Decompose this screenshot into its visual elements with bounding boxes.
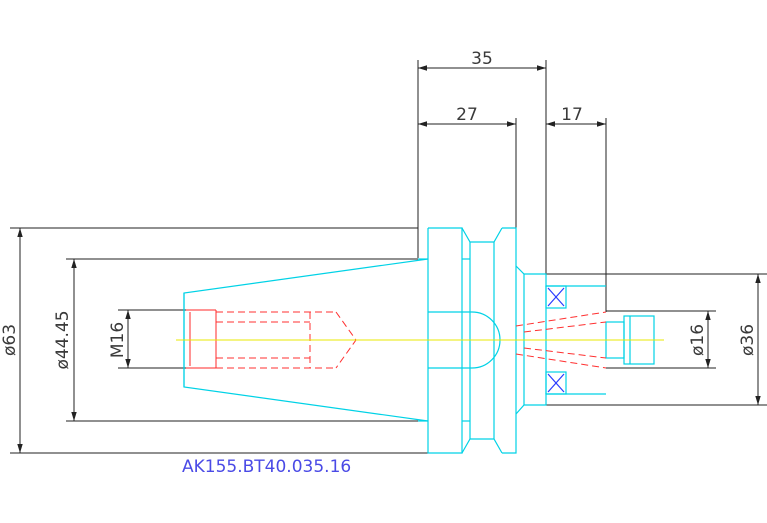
part-number-label: AK155.BT40.035.16	[182, 457, 351, 477]
dim-flange-length: 27	[456, 105, 478, 125]
dim-overall-length: 35	[471, 49, 493, 69]
dim-diameter-taper: ø44.45	[53, 310, 73, 369]
hidden-collet	[515, 311, 607, 369]
dim-bore: ø16	[688, 324, 708, 356]
dim-diameter-flange: ø63	[0, 324, 20, 356]
dim-collet-length: 17	[561, 105, 583, 125]
dim-nose-diameter: ø36	[738, 324, 758, 356]
dim-thread: M16	[108, 322, 128, 358]
dimension-lines	[10, 60, 767, 454]
nut-cross-marks	[547, 287, 565, 393]
hidden-thread	[186, 309, 357, 369]
